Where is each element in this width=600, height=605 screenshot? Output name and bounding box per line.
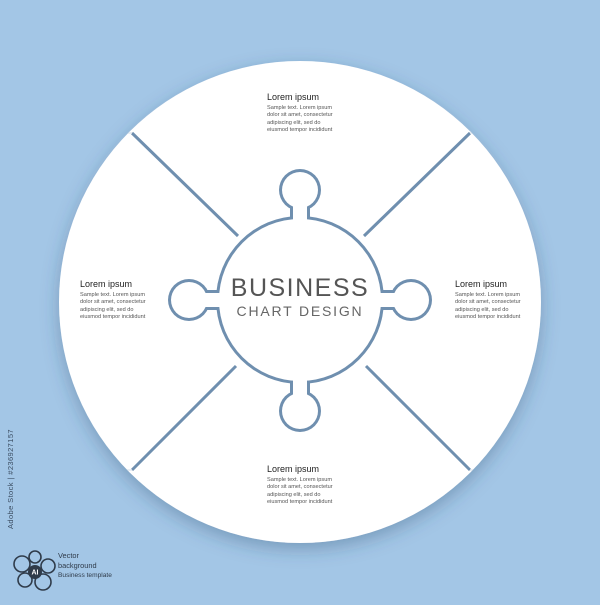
text-block-line: dolor sit amet, consectetur xyxy=(80,299,146,306)
text-block-title: Lorem ipsum xyxy=(267,464,320,474)
text-block-title: Lorem ipsum xyxy=(80,279,133,289)
diagram-title: BUSINESS xyxy=(230,274,370,302)
footer-caption: Vector background Business template xyxy=(58,551,112,581)
text-block-line: dolor sit amet, consectetur xyxy=(455,299,521,306)
text-block-title: Lorem ipsum xyxy=(455,279,508,289)
stock-id-label: Adobe Stock | #236927157 xyxy=(6,429,15,529)
footer-line: Vector xyxy=(58,551,79,560)
text-block-line: dolor sit amet, consectetur xyxy=(267,484,333,491)
text-block-line: adipiscing elit, sed do xyxy=(80,306,134,313)
text-block-right: Lorem ipsum Sample text. Lorem ipsum dol… xyxy=(455,279,521,322)
text-block-line: eiusmod tempor incididunt xyxy=(267,499,333,506)
text-block-line: Sample text. Lorem ipsum xyxy=(455,292,520,298)
badge-icon-text: AI xyxy=(32,570,39,577)
text-block-line: Sample text. Lorem ipsum xyxy=(267,477,332,483)
seam-top-right xyxy=(362,131,472,238)
seam-bottom-left xyxy=(130,364,238,472)
text-block-title: Lorem ipsum xyxy=(267,92,320,102)
text-block-line: adipiscing elit, sed do xyxy=(267,491,321,498)
text-block-line: Sample text. Lorem ipsum xyxy=(80,292,145,298)
diagram-subtitle: CHART DESIGN xyxy=(236,303,364,319)
text-block-bottom: Lorem ipsum Sample text. Lorem ipsum dol… xyxy=(267,464,333,507)
text-block-line: eiusmod tempor incididunt xyxy=(80,314,146,321)
text-block-line: adipiscing elit, sed do xyxy=(455,306,509,313)
seam-bottom-right xyxy=(364,364,472,472)
center-puzzle-piece xyxy=(168,169,432,432)
text-block-line: eiusmod tempor incididunt xyxy=(267,127,333,134)
text-block-line: dolor sit amet, consectetur xyxy=(267,112,333,119)
seam-top-left xyxy=(130,131,240,238)
center-label: BUSINESS CHART DESIGN xyxy=(200,274,400,320)
vector-ai-badge-icon: AI xyxy=(13,550,56,591)
footer-line: background xyxy=(58,561,97,570)
text-block-line: eiusmod tempor incididunt xyxy=(455,314,521,321)
footer-line: Business template xyxy=(58,572,112,579)
text-block-line: Sample text. Lorem ipsum xyxy=(267,105,332,111)
text-block-line: adipiscing elit, sed do xyxy=(267,119,321,126)
text-block-left: Lorem ipsum Sample text. Lorem ipsum dol… xyxy=(80,279,146,322)
text-block-top: Lorem ipsum Sample text. Lorem ipsum dol… xyxy=(267,92,333,135)
